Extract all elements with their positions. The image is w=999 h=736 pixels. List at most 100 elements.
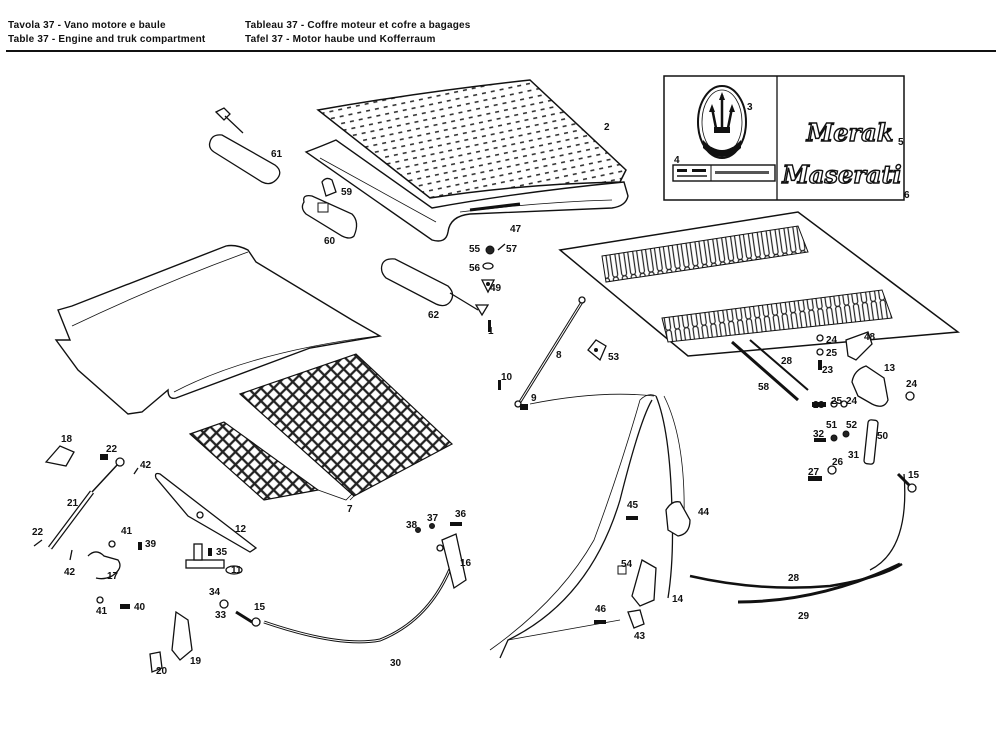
- part-label: 21: [67, 498, 79, 509]
- part-label: 42: [140, 460, 152, 471]
- title-italian: Tavola 37 - Vano motore e baule: [8, 20, 166, 31]
- part-label: 48: [864, 332, 876, 343]
- header-rule: [6, 50, 996, 52]
- part-label: 39: [145, 539, 157, 550]
- gas-strut: [48, 457, 125, 550]
- release-handle: [149, 610, 193, 673]
- latch-assembly: [816, 331, 915, 465]
- part-label: 25: [831, 396, 843, 407]
- part-label: 32: [813, 429, 825, 440]
- title-german: Tafel 37 - Motor haube und Kofferraum: [245, 34, 436, 45]
- rear-view-mirror: [301, 177, 358, 239]
- part-label: 17: [107, 571, 119, 582]
- part-label: 22: [32, 527, 44, 538]
- part-label: 34: [209, 587, 221, 598]
- part-label: 5: [898, 137, 904, 148]
- part-label: 25: [826, 348, 838, 359]
- emblem-text: MASERATI: [710, 143, 733, 148]
- part-label: 47: [510, 224, 522, 235]
- part-label: 26: [832, 457, 844, 468]
- part-label: 61: [271, 149, 283, 160]
- strut-bracket: [44, 445, 75, 467]
- part-label: 30: [390, 658, 402, 669]
- sun-visor-left: [208, 107, 281, 185]
- strut-small-parts: [33, 454, 139, 561]
- part-label: 24: [826, 335, 838, 346]
- part-label: 7: [347, 504, 353, 515]
- leader-7: [317, 489, 355, 501]
- trunk-mat-large: [238, 353, 454, 497]
- part-label: 44: [698, 507, 710, 518]
- part-label: 57: [506, 244, 518, 255]
- part-label: 4: [674, 155, 680, 166]
- part-label: 3: [747, 102, 753, 113]
- part-label: 31: [848, 450, 860, 461]
- part-label: 37: [427, 513, 439, 524]
- part-label: 52: [846, 420, 858, 431]
- part-label: 24: [906, 379, 918, 390]
- callout-labels: 1 2 3 4 5 6 7 8 9 10 11 12 13 14 15 15 1…: [32, 102, 920, 677]
- part-label: 49: [490, 283, 502, 294]
- part-label: 9: [531, 393, 537, 404]
- hinge-arm: [415, 522, 467, 590]
- part-label: 8: [556, 350, 562, 361]
- engine-lid-frame: [304, 139, 629, 242]
- sun-visor-right: [380, 258, 490, 317]
- part-label: 40: [134, 602, 146, 613]
- part-label: 59: [341, 187, 353, 198]
- part-label: 13: [884, 363, 896, 374]
- part-label: 56: [469, 263, 481, 274]
- part-label: 43: [634, 631, 646, 642]
- hinge-hardware-cluster: [480, 243, 506, 332]
- engine-compartment-lid: [558, 211, 961, 357]
- merak-script-badge: Merak: [806, 118, 894, 147]
- body-opening-outline: [489, 393, 906, 659]
- part-label: 29: [798, 611, 810, 622]
- part-label: 51: [826, 420, 838, 431]
- part-label: 41: [121, 526, 133, 537]
- part-label: 11: [231, 565, 242, 576]
- name-plate-badge: [672, 164, 776, 182]
- part-label: 16: [460, 558, 472, 569]
- misc-fasteners: [96, 380, 528, 627]
- part-label: 27: [808, 467, 820, 478]
- part-label: 19: [190, 656, 202, 667]
- rear-lid-catch: [594, 501, 691, 629]
- part-label: 62: [428, 310, 440, 321]
- part-label: 33: [215, 610, 227, 621]
- part-label: 42: [64, 567, 76, 578]
- page-header: Tavola 37 - Vano motore e baule Table 37…: [0, 0, 999, 52]
- part-label: 45: [627, 500, 639, 511]
- part-label: 58: [758, 382, 770, 393]
- part-label: 6: [904, 190, 910, 201]
- part-label: 20: [156, 666, 168, 677]
- maserati-trident-emblem: MASERATI: [697, 85, 747, 159]
- title-english: Table 37 - Engine and truk compartment: [8, 34, 206, 45]
- lid-prop-rod: [514, 296, 586, 408]
- part-label: 55: [469, 244, 481, 255]
- lid-support-rods: [731, 339, 809, 402]
- part-label: 22: [106, 444, 118, 455]
- part-label: 14: [672, 594, 684, 605]
- part-label: 41: [96, 606, 108, 617]
- part-label: 23: [822, 365, 834, 376]
- part-label: 15: [908, 470, 920, 481]
- part-label: 1: [488, 326, 494, 337]
- return-spring: [87, 551, 121, 580]
- part-label: 54: [621, 559, 633, 570]
- latch-hardware: [808, 400, 917, 493]
- badge-panel: MASERATI Merak Maserati: [663, 75, 905, 201]
- part-label: 38: [406, 520, 418, 531]
- part-label: 15: [254, 602, 266, 613]
- part-label: 18: [61, 434, 73, 445]
- front-trunk-lid: [54, 244, 383, 415]
- part-label: 46: [595, 604, 607, 615]
- part-label: 12: [235, 524, 247, 535]
- part-label: 28: [788, 573, 800, 584]
- release-cable-bracket: [185, 543, 243, 575]
- maserati-script-badge: Maserati: [781, 160, 901, 189]
- part-label: 24: [846, 396, 858, 407]
- part-label: 2: [604, 122, 610, 133]
- title-french: Tableau 37 - Coffre moteur et cofre a ba…: [245, 20, 471, 31]
